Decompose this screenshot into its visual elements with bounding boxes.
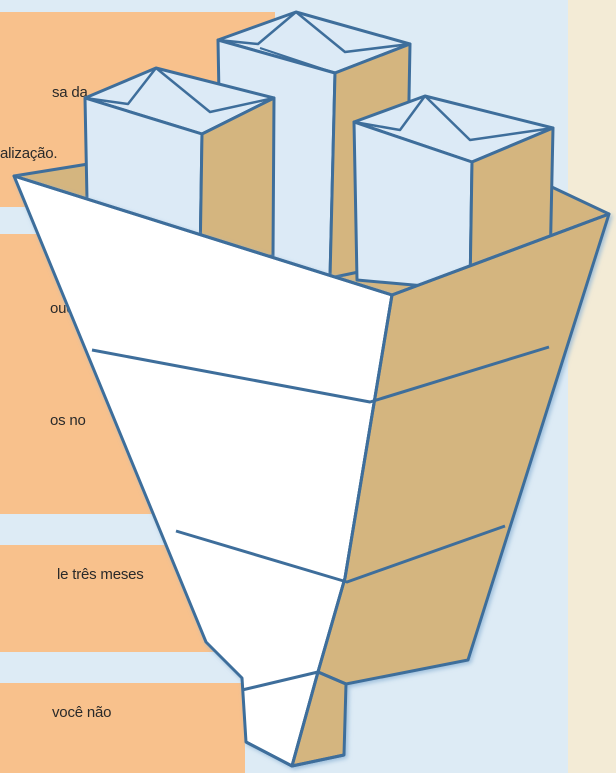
funnel-icon (0, 0, 616, 773)
